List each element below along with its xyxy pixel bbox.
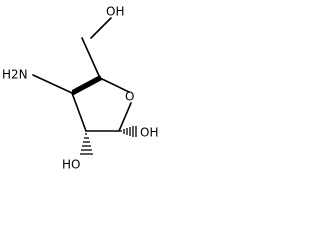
bond-c4-ch2 (81, 37, 101, 79)
bond-c3-amine (32, 74, 73, 94)
label-hydroxymethyl-oh: OH (106, 5, 124, 19)
wedge-c3-c4 (72, 75, 102, 96)
hash-c2-oh (80, 133, 93, 155)
hash-c1-oh (120, 126, 137, 137)
label-ring-oxygen: O (125, 90, 134, 104)
bond-ch2-oh (90, 17, 112, 39)
label-anomeric-oh: OH (140, 126, 158, 140)
bond-c2-c3 (71, 92, 87, 132)
bond-ring-o-c1 (118, 102, 132, 132)
molecule-diagram: OH O H2N OH HO (2, 5, 158, 172)
label-amine: H2N (2, 68, 28, 82)
bond-c4-ring-o (99, 77, 130, 93)
structure-canvas: OH O H2N OH HO (0, 0, 174, 185)
label-c2-oh: HO (62, 158, 80, 172)
stereo-layer (72, 75, 137, 155)
label-layer: OH O H2N OH HO (2, 5, 158, 172)
bond-layer (32, 17, 132, 132)
